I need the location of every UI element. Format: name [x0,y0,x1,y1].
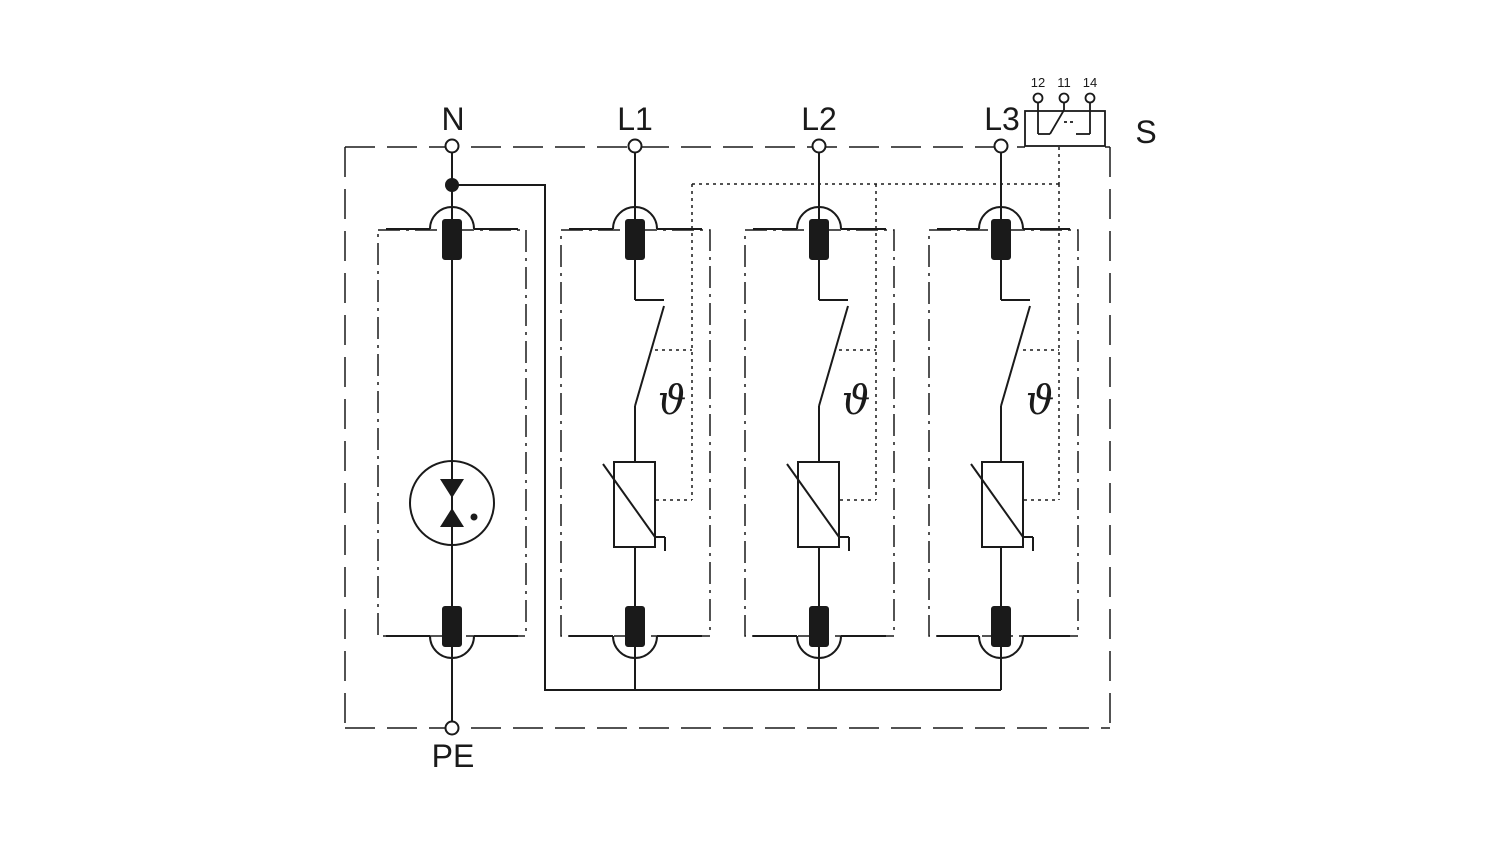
signal-contact [1024,92,1106,147]
connectors-top [386,206,1070,260]
thermal-symbol-l3: ϑ [1026,378,1055,424]
module-box-l3 [928,229,1079,637]
pin-14 [1084,92,1096,104]
thermal-linkage [655,147,1060,501]
terminal-label-l2: L2 [801,101,837,137]
connector-bottom-l2 [753,606,886,659]
terminal-l2 [811,138,827,154]
connector-bottom-l1 [569,606,702,659]
connector-top-n [386,206,518,260]
junction-dot [445,178,459,192]
terminal-label-l3: L3 [984,101,1020,137]
pin-label-14: 14 [1083,75,1097,90]
connector-top-l2 [753,206,886,260]
terminal-label-pe: PE [432,738,475,774]
varistor-l1 [602,461,666,551]
terminal-label-n: N [441,101,464,137]
connector-bottom-n [386,606,518,659]
gas-discharge-tube [409,460,495,546]
terminals [444,138,1009,736]
varistor-l2 [786,461,850,551]
thermal-symbol-l2: ϑ [842,378,871,424]
varistor-l3 [970,461,1034,551]
pin-11 [1058,92,1070,104]
terminal-pe [444,720,460,736]
pin-label-12: 12 [1031,75,1045,90]
module-outlines [377,229,1079,637]
connectors-bottom [386,606,1070,659]
connector-bottom-l3 [937,606,1070,659]
pin-label-11: 11 [1057,75,1071,90]
varistors [602,461,1034,551]
wiring [451,152,1031,722]
connector-top-l3 [937,206,1070,260]
terminal-l1 [627,138,643,154]
thermal-symbol-l1: ϑ [658,378,687,424]
signal-contact-label: S [1135,114,1156,150]
pin-12 [1032,92,1044,104]
connector-top-l1 [569,206,702,260]
terminal-label-l1: L1 [617,101,653,137]
terminal-n [444,138,460,154]
terminal-l3 [993,138,1009,154]
